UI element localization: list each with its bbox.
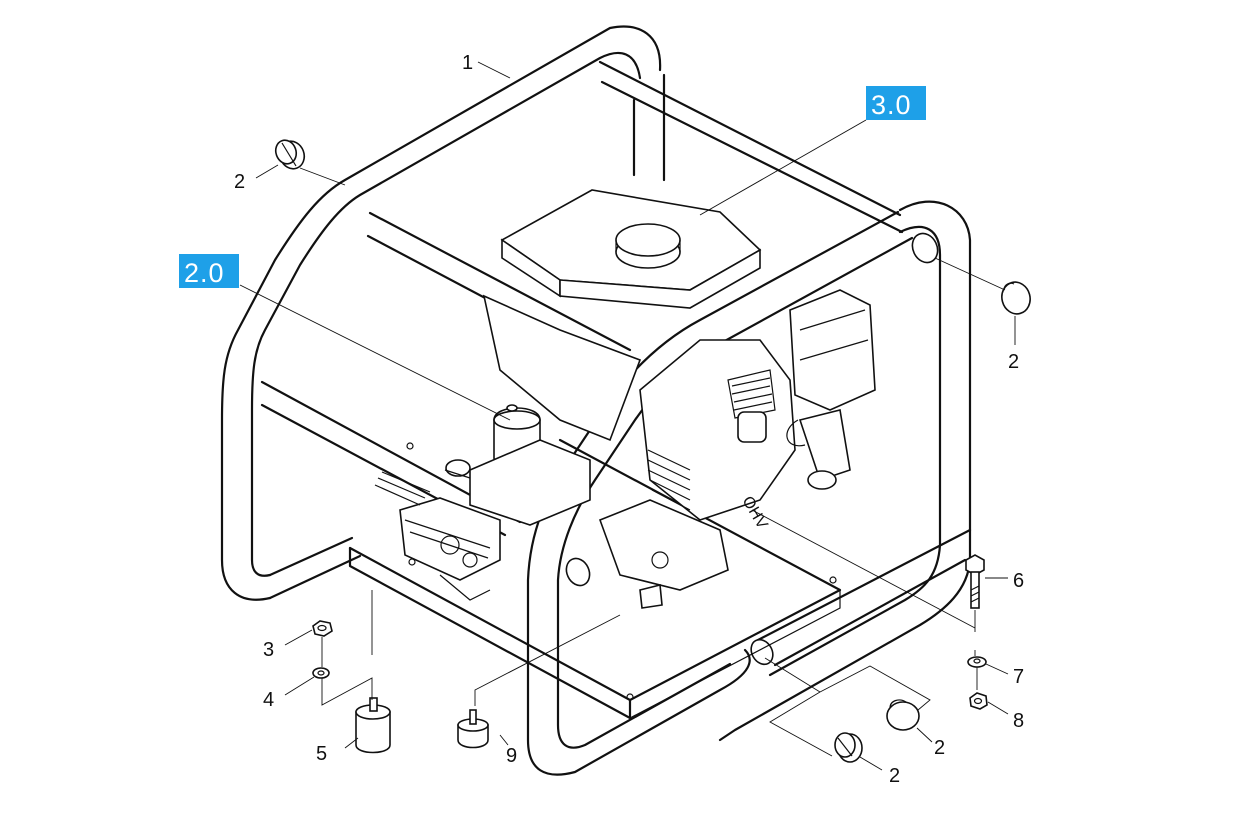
engine-assembly: OHV	[482, 189, 876, 609]
badge-engine-group-label: 3.0	[871, 90, 912, 120]
badge-pump-group[interactable]: 2.0	[179, 254, 239, 288]
badge-engine-group[interactable]: 3.0	[866, 86, 926, 120]
cap-plug-right	[1001, 281, 1031, 315]
callout-2-bottom-right: 2	[934, 737, 945, 759]
cap-plug-bottom	[834, 732, 863, 763]
callout-4: 4	[263, 689, 274, 711]
badge-pump-group-label: 2.0	[184, 258, 225, 288]
callout-2-right: 2	[1008, 351, 1019, 373]
nut-part-8	[969, 692, 988, 710]
callout-7: 7	[1013, 666, 1024, 688]
rubber-foot-part-9	[457, 709, 489, 749]
cap-plug-top-left	[274, 139, 306, 170]
leader-lines	[239, 61, 1016, 771]
callout-8: 8	[1013, 710, 1024, 732]
callout-6: 6	[1013, 570, 1024, 592]
bolt-part-6	[965, 554, 985, 609]
callout-5: 5	[316, 743, 327, 765]
engine-ohv-label: OHV	[739, 494, 771, 533]
callout-2-top-left: 2	[234, 171, 245, 193]
pump-assembly	[374, 404, 591, 601]
washer-part-4	[312, 667, 330, 679]
rubber-foot-part-5	[355, 697, 391, 754]
callout-1: 1	[462, 52, 473, 74]
callout-3: 3	[263, 639, 274, 661]
callout-9: 9	[506, 745, 517, 767]
nut-part-3	[312, 620, 333, 637]
callout-2-bottom: 2	[889, 765, 900, 787]
cap-plug-bottom-right	[886, 699, 920, 731]
washer-part-7	[967, 656, 987, 668]
